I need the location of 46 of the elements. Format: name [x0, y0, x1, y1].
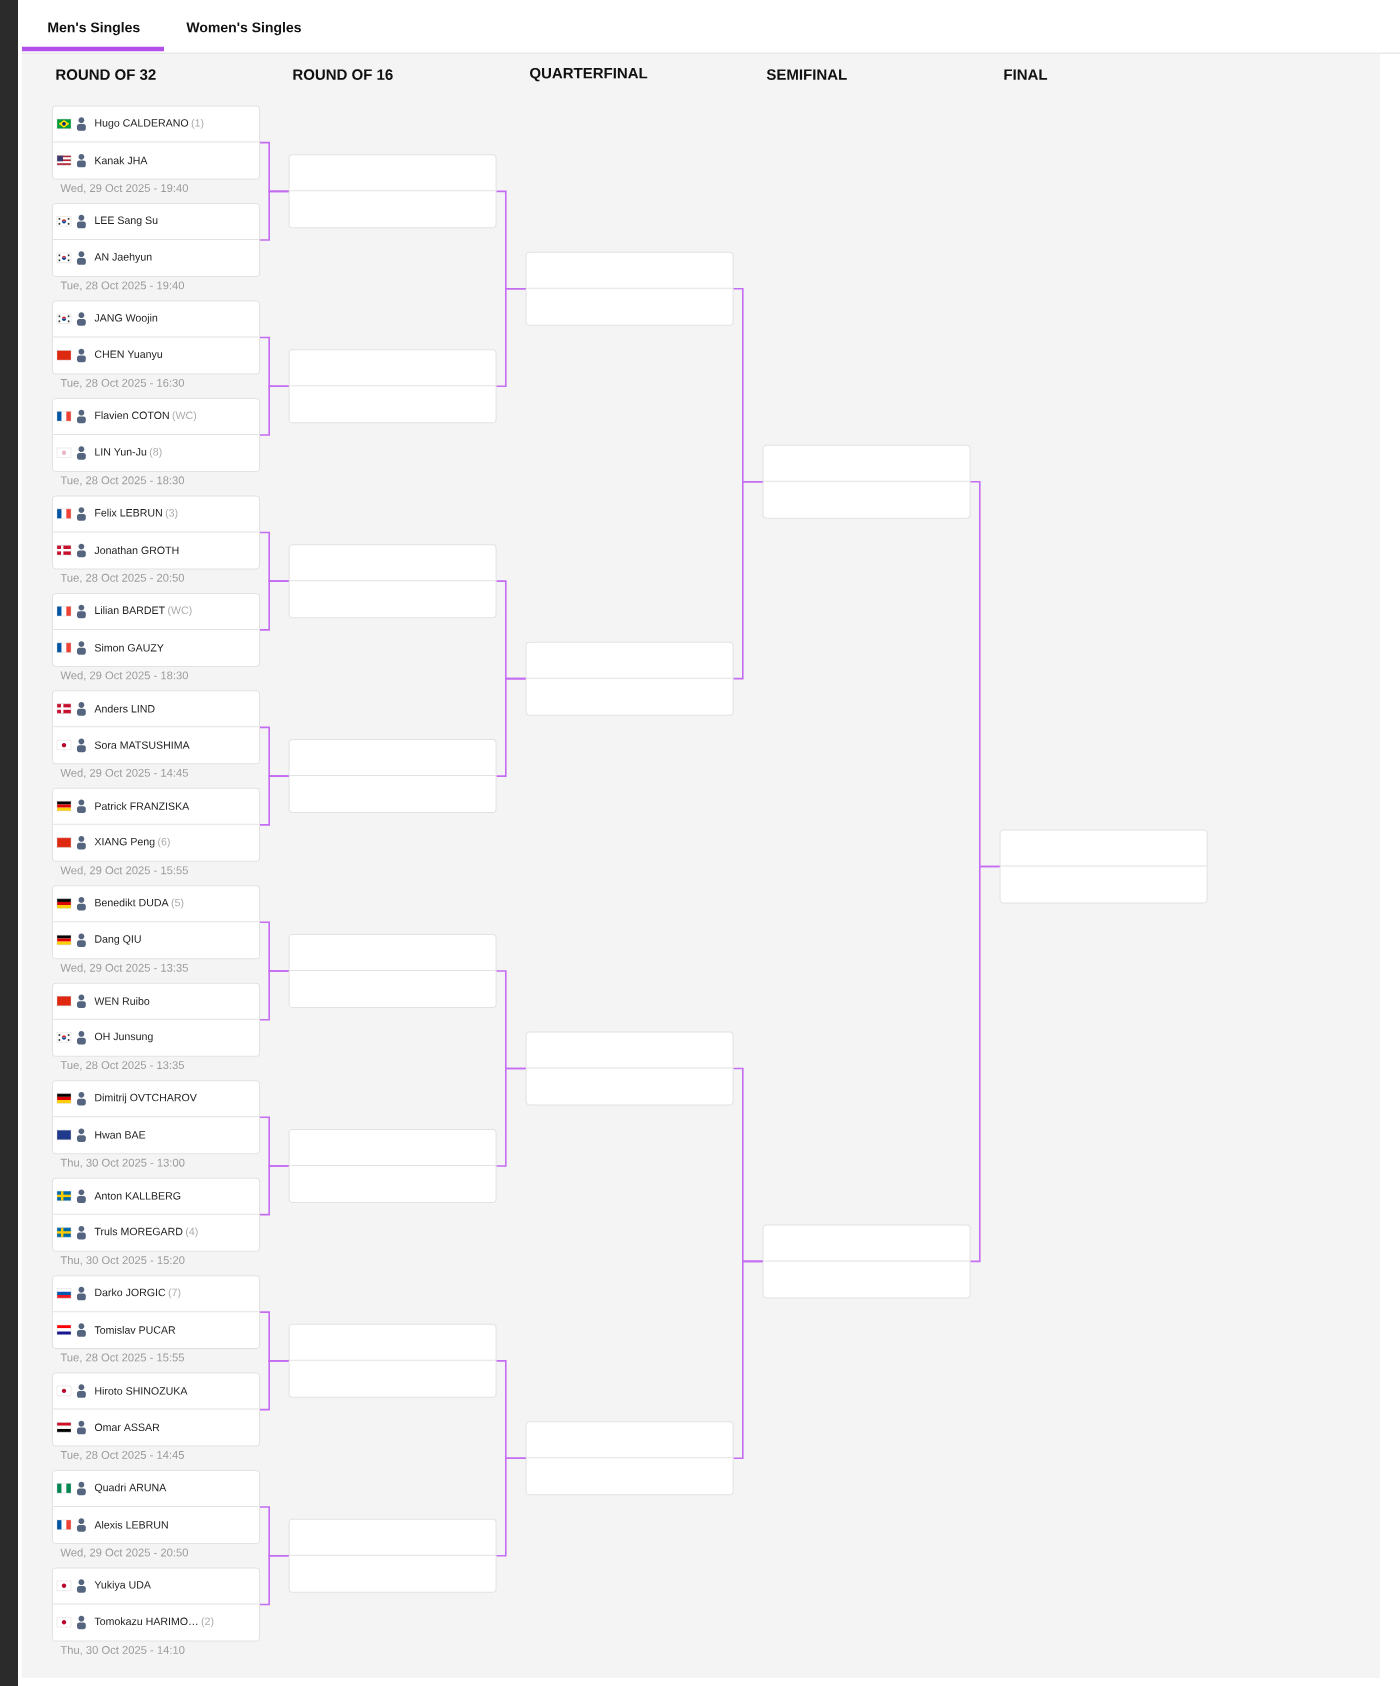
match-box	[288, 1128, 497, 1203]
bracket-line	[259, 190, 290, 241]
bracket-line	[495, 1067, 527, 1167]
match-box	[51, 1470, 260, 1545]
match-box	[762, 1224, 971, 1299]
match-box	[51, 105, 260, 180]
bracket-line	[969, 865, 1001, 1263]
match-box	[999, 829, 1208, 904]
bracket-line	[259, 1554, 290, 1606]
match-box	[51, 398, 260, 472]
match-box	[51, 787, 260, 862]
match-box	[525, 641, 734, 716]
bracket-line	[495, 1457, 527, 1557]
match-box	[762, 444, 971, 519]
bracket-line	[259, 970, 290, 1021]
bracket-line	[259, 580, 290, 631]
match-box	[525, 1421, 734, 1496]
match-box	[51, 1275, 260, 1350]
match-box	[288, 739, 497, 814]
match-box	[51, 1177, 260, 1252]
bracket-line	[259, 775, 290, 826]
match-box	[51, 885, 260, 960]
match-box	[51, 495, 260, 570]
match-box	[51, 982, 260, 1057]
match-box	[288, 349, 497, 424]
match-box	[525, 251, 734, 326]
match-box	[288, 544, 497, 619]
match-box	[51, 300, 260, 375]
match-box	[51, 690, 260, 765]
match-box	[51, 1372, 260, 1447]
bracket-line	[732, 1260, 764, 1460]
match-box	[51, 1080, 260, 1155]
bracket-line	[732, 480, 764, 680]
match-box	[288, 1323, 497, 1398]
match-box	[525, 1031, 734, 1106]
match-box	[51, 1567, 260, 1642]
match-box	[51, 203, 260, 278]
match-box	[288, 934, 497, 1008]
bracket-line	[495, 288, 527, 388]
match-box	[288, 154, 497, 229]
bracket-line	[259, 385, 290, 436]
bracket-line	[495, 677, 527, 777]
bracket-line	[259, 1360, 290, 1411]
bracket-line	[259, 1165, 290, 1216]
match-box	[51, 592, 260, 667]
match-box	[288, 1518, 497, 1593]
